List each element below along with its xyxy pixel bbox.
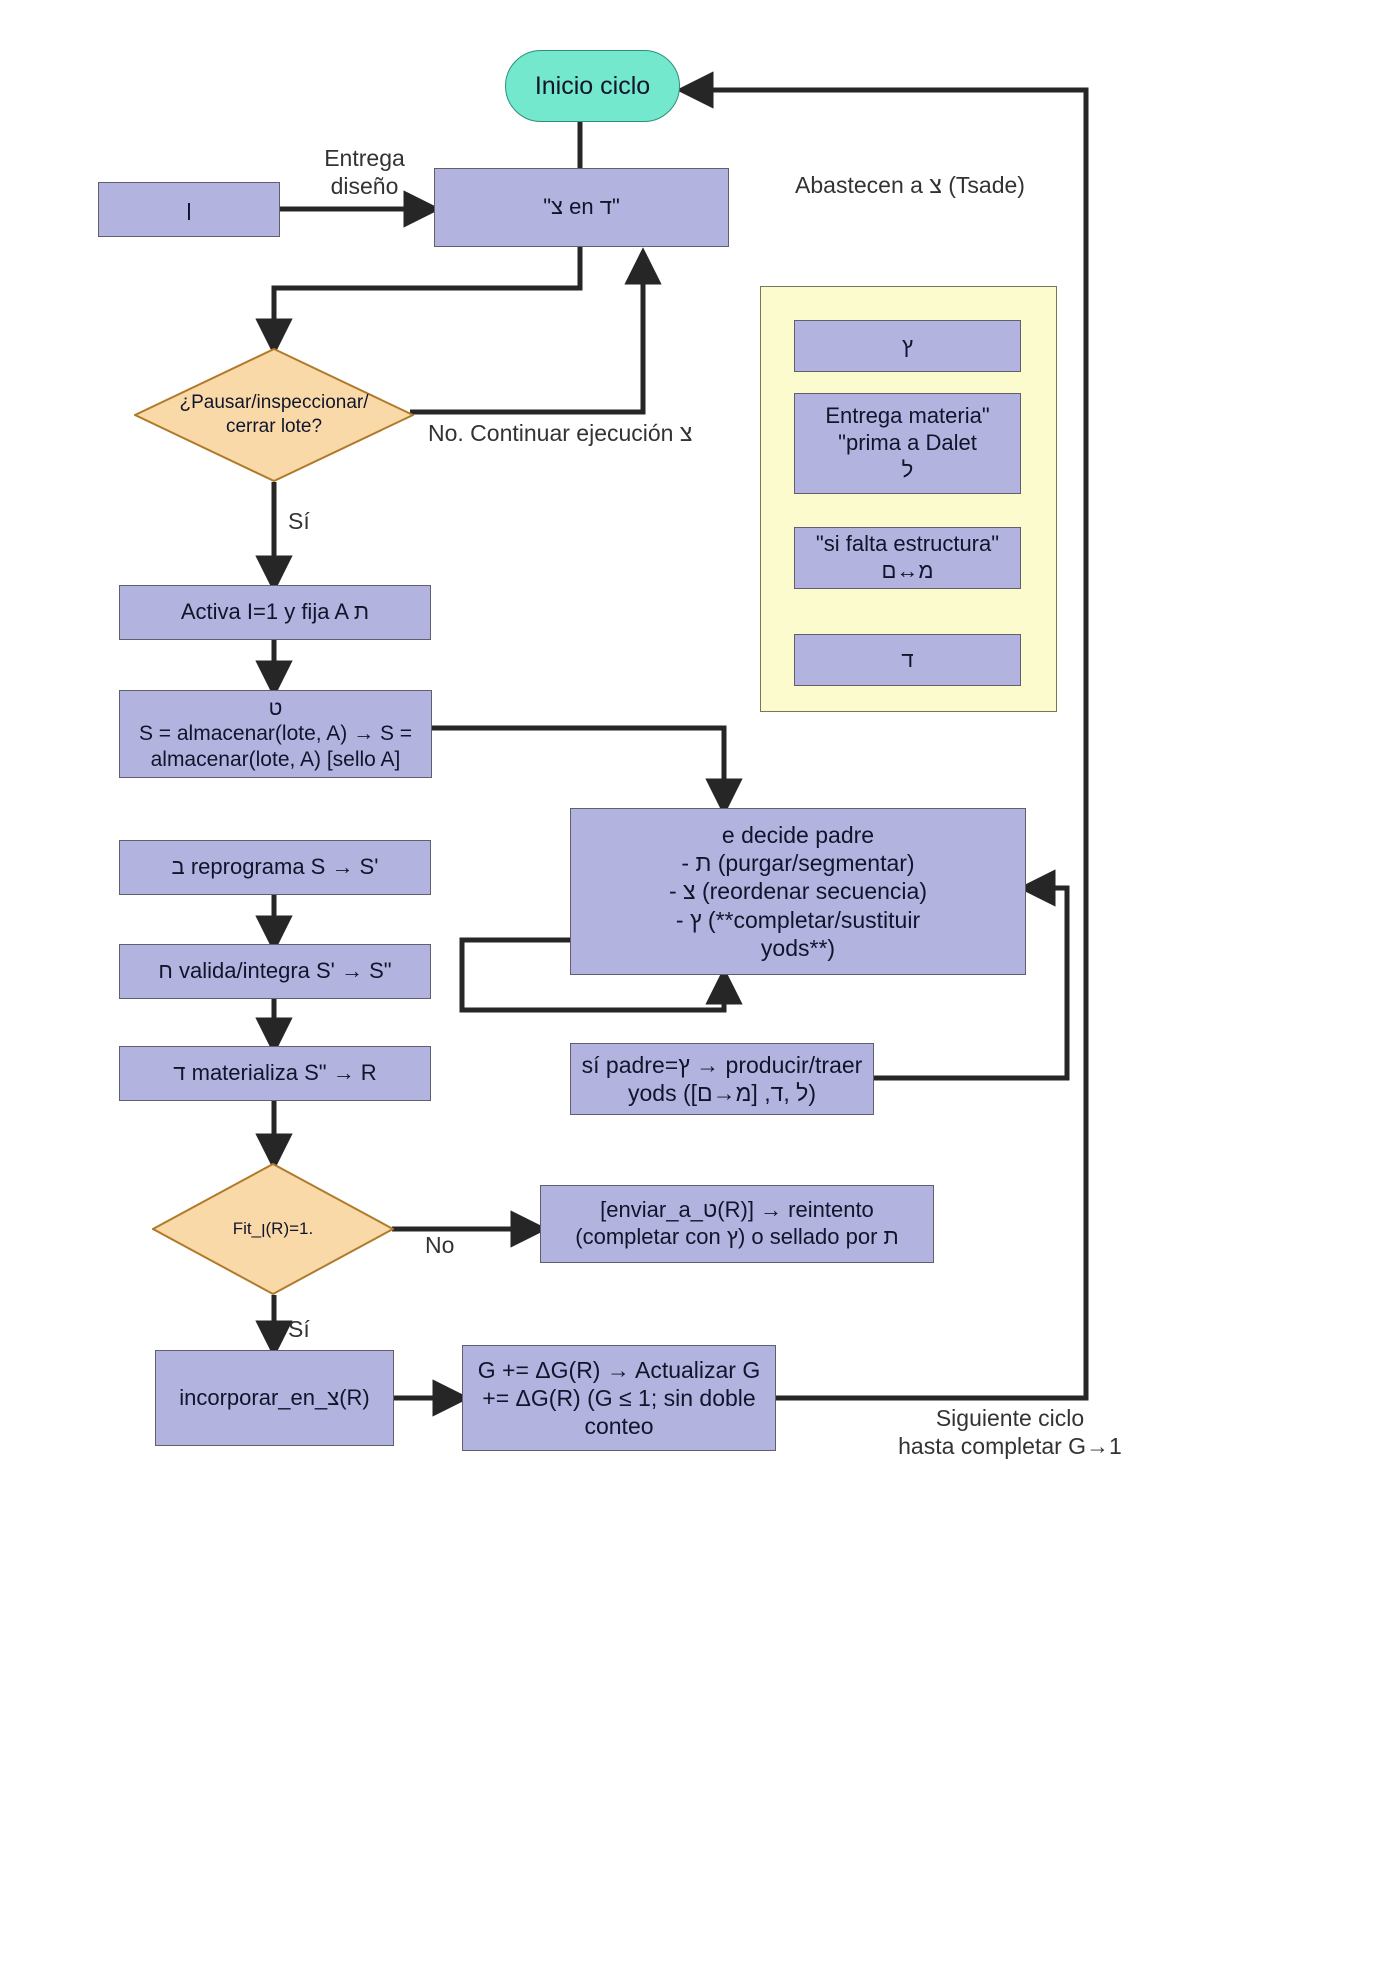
node-incorporar-en-tsade[interactable]: incorporar_en_צ(R) xyxy=(155,1350,394,1446)
group-item-dalet[interactable]: ד xyxy=(794,634,1021,686)
node-decision-fit[interactable]: Fit_ן(R)=1. xyxy=(152,1163,394,1295)
node-label: G += ΔG(R) → Actualizar G += ΔG(R) (G ≤ … xyxy=(477,1356,761,1440)
node-estado-principal[interactable]: "צ en ד" xyxy=(434,168,729,247)
group-item-tsadi-final[interactable]: ץ xyxy=(794,320,1021,372)
node-label: ט S = almacenar(lote, A) → S = almacenar… xyxy=(138,696,413,771)
group-item-falta-estructura[interactable]: "si falta estructura" מ↔ם xyxy=(794,527,1021,589)
edge-label-abastecen: Abastecen a צ (Tsade) xyxy=(795,172,1025,198)
node-reprograma[interactable]: ב reprograma S → S' xyxy=(119,840,431,895)
node-reintento[interactable]: [enviar_a_ט(R)] → reintento (completar c… xyxy=(540,1185,934,1263)
node-inicio-ciclo[interactable]: Inicio ciclo xyxy=(505,50,680,122)
node-label: ד xyxy=(901,646,914,672)
node-label: ן xyxy=(186,196,192,222)
node-label: sí padre=ץ → producir/traer yods ([מ→ם] … xyxy=(581,1051,863,1106)
node-label: "si falta estructura" מ↔ם xyxy=(815,531,1000,583)
node-label: Fit_ן(R)=1. xyxy=(232,1219,314,1239)
node-label: ד materializa S" → R xyxy=(173,1060,377,1086)
node-si-padre-producir-yods[interactable]: sí padre=ץ → producir/traer yods ([מ→ם] … xyxy=(570,1043,874,1115)
node-label: [enviar_a_ט(R)] → reintento (completar c… xyxy=(575,1197,899,1249)
node-actualizar-g[interactable]: G += ΔG(R) → Actualizar G += ΔG(R) (G ≤ … xyxy=(462,1345,776,1451)
node-label: ב reprograma S → S' xyxy=(171,854,379,880)
node-label: Entrega materia" "prima a Dalet ל xyxy=(825,403,990,482)
node-label: ¿Pausar/inspeccionar/ cerrar lote? xyxy=(179,392,369,437)
node-almacenar[interactable]: ט S = almacenar(lote, A) → S = almacenar… xyxy=(119,690,432,778)
edge-main-to-decision xyxy=(255,247,583,356)
node-label: "צ en ד" xyxy=(543,194,620,220)
group-item-entrega-materia-prima[interactable]: Entrega materia" "prima a Dalet ל xyxy=(794,393,1021,494)
node-fuente-diseno[interactable]: ן xyxy=(98,182,280,237)
node-label: incorporar_en_צ(R) xyxy=(179,1384,370,1410)
edge-label-si-pausar: Sí xyxy=(288,508,310,534)
node-label: ץ xyxy=(901,332,914,358)
node-label: ח valida/integra S' → S" xyxy=(158,958,392,984)
edge-label-no-continuar: No. Continuar ejecución צ xyxy=(428,420,693,446)
node-decision-pausar[interactable]: ¿Pausar/inspeccionar/ cerrar lote? xyxy=(134,348,414,482)
node-materializa[interactable]: ד materializa S" → R xyxy=(119,1046,431,1101)
diamond-shape xyxy=(134,348,414,482)
edge-label-si-fit: Sí xyxy=(288,1316,310,1342)
edge-label-entrega-diseno: Entrega diseño xyxy=(324,145,405,199)
node-label: Inicio ciclo xyxy=(534,71,651,100)
node-label: e decide padre - ת (purgar/segmentar) - … xyxy=(668,822,927,961)
diamond-shape xyxy=(152,1163,394,1295)
node-decide-padre[interactable]: e decide padre - ת (purgar/segmentar) - … xyxy=(570,808,1026,975)
node-label: Activa I=1 y fija A ת xyxy=(180,599,370,625)
edge-almacenar-to-decide xyxy=(432,725,743,816)
edge-label-siguiente-ciclo: Siguiente ciclo hasta completar G→1 xyxy=(898,1405,1122,1459)
node-valida-integra[interactable]: ח valida/integra S' → S" xyxy=(119,944,431,999)
edge-decision-no-to-main xyxy=(410,247,662,415)
node-activa-i1[interactable]: Activa I=1 y fija A ת xyxy=(119,585,431,640)
edge-label-no-fit: No xyxy=(425,1232,455,1258)
